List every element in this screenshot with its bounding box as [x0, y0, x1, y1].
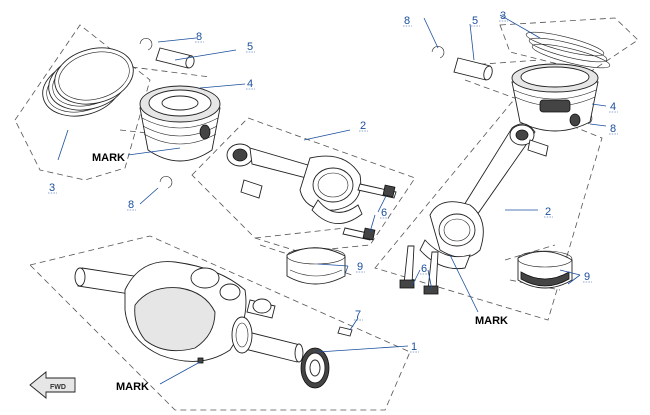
callout-7: 7 — [355, 309, 361, 321]
piston-ring-set-right — [525, 31, 611, 69]
woodruff-key — [337, 326, 353, 337]
crankshaft-group — [29, 235, 411, 411]
piston-left — [139, 85, 221, 162]
callout-4-left: 4 — [247, 78, 253, 90]
mark-label-rod: MARK — [475, 315, 508, 327]
bearing-shells-left — [286, 247, 346, 285]
callout-8-top-left: 8 — [196, 31, 202, 43]
piston-ring-set-left — [42, 47, 134, 117]
callout-6-left: 6 — [381, 207, 387, 219]
callout-1: 1 — [411, 341, 417, 353]
connecting-rod-group-right — [374, 101, 603, 321]
callout-3-left: 3 — [49, 182, 55, 194]
callout-2-right: 2 — [545, 206, 551, 218]
piston-rings-group-right — [499, 17, 639, 73]
piston-right — [511, 63, 599, 132]
connecting-rod-left — [226, 143, 363, 224]
callout-5-right: 5 — [472, 15, 478, 27]
mark-label-piston: MARK — [92, 152, 125, 164]
callout-9-left: 9 — [357, 261, 363, 273]
callout-8-right: 8 — [610, 123, 616, 135]
callout-6-right: 6 — [421, 263, 427, 275]
piston-pin-right — [453, 57, 493, 81]
guide-line — [254, 227, 346, 239]
circlip-top-right — [431, 46, 445, 59]
callout-5-left: 5 — [247, 41, 253, 53]
callout-2-left: 2 — [360, 120, 366, 132]
crankshaft — [74, 261, 304, 364]
guide-line — [504, 244, 556, 261]
piston-pin-left — [155, 47, 195, 69]
callout-4-right: 4 — [610, 101, 616, 113]
forward-arrow-icon: FWD — [29, 371, 76, 399]
timing-gear — [300, 347, 330, 389]
connecting-rod-right — [419, 123, 549, 270]
rod-bolts-left — [342, 183, 397, 241]
callout-8-top-right: 8 — [404, 15, 410, 27]
circlip-bottom-left — [159, 176, 173, 189]
rod-bolts-right — [399, 245, 439, 295]
bearing-shells-right — [517, 250, 573, 289]
callout-3-right: 3 — [500, 10, 506, 22]
fwd-label: FWD — [50, 384, 66, 391]
leader-lines — [57, 14, 607, 385]
callout-9-right: 9 — [584, 271, 590, 283]
crank-bushing — [252, 298, 272, 314]
circlip-top-left — [139, 38, 153, 51]
piston-rings-group-left — [14, 24, 151, 181]
mark-label-crankshaft: MARK — [116, 381, 149, 393]
callout-8-bottom-left: 8 — [128, 199, 134, 211]
